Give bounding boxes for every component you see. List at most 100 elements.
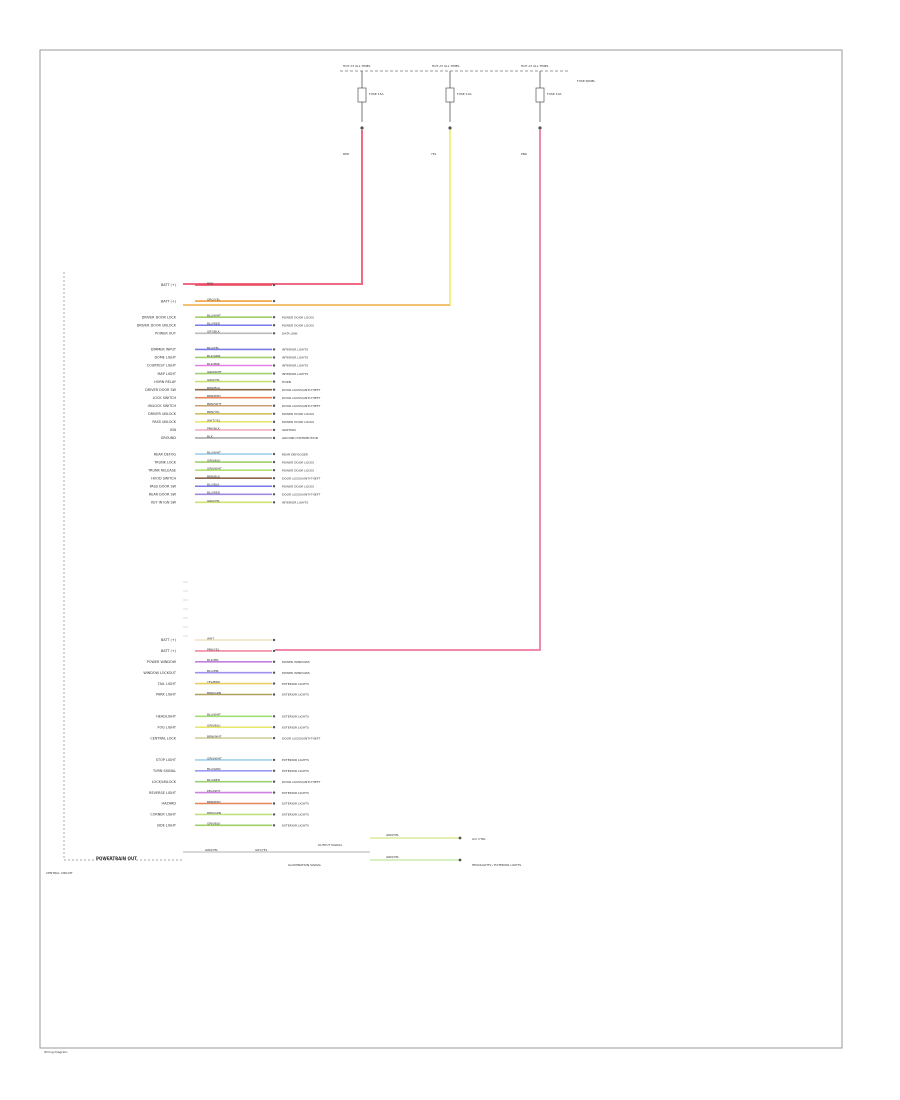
pin-destination: INTERIOR LIGHTS [282,372,308,376]
wire-color-label: BRN/WHT [207,402,222,406]
wire-3-color: PNK [521,152,528,156]
pin-label: MAP LIGHT [157,372,176,376]
wire-1-color: RED [343,152,350,156]
pin-label: COURTESY LIGHT [147,364,177,368]
wire-color-label: BLU/WHT [207,314,221,318]
wire-color-label: BRN/YEL [207,410,220,414]
terminal-dot [272,316,276,319]
pin-destination: GROUND DISTRIBUTION [282,436,318,440]
pin-label: HOOD SWITCH [151,476,176,480]
pin-label: FOG LIGHT [158,725,177,729]
pin-label: DRIVER UNLOCK [148,412,177,416]
pin-destination: EXTERIOR LIGHTS [282,725,309,729]
output-connections: OUTPUT SIGNAL GRN/YEL A/C CTRL ILLUMINAT… [288,833,521,867]
terminal-dot [272,824,276,827]
pin-destination: EXTERIOR LIGHTS [282,715,309,719]
wire-color-label: GRY/BLK [207,330,221,334]
fuse-panel: HOT AT ALL TIMES HOT AT ALL TIMES HOT AT… [340,64,595,156]
wire-color-label: BLU/RED [207,491,221,495]
pin-destination: EXTERIOR LIGHTS [282,769,309,773]
pin-destination: POWER DOOR LOCKS [282,484,314,488]
wire-color-label: BLK/PNK [207,362,221,366]
pin-row: BATT (+)WHT [161,636,276,642]
output-2-label: ILLUMINATION SIGNAL [288,863,321,867]
pin-label: PASS DOOR SW [150,484,177,488]
terminal-dot [272,460,276,464]
wire-color-label: BLU/WHT [207,713,221,717]
terminal-dot [272,452,276,456]
terminal-dot [272,332,276,335]
pin-row: HEADLIGHT BLU/WHT EXTERIOR LIGHTS [156,713,309,719]
terminal-dot [272,396,276,399]
output-1-label: OUTPUT SIGNAL [318,843,343,847]
terminal-dot [272,404,276,407]
pin-label: HEADLIGHT [156,715,177,719]
output-1-wire: GRN/YEL [386,833,399,837]
wire-color-label: RED [207,281,214,285]
terminal-dot [272,356,276,359]
pin-destination: POWER DOOR LOCKS [282,412,314,416]
pin-destination: EXTERIOR LIGHTS [282,682,309,686]
wire-color-label: BRN/RED [207,394,221,398]
terminal-dot [272,682,276,685]
wire-color-label: GRN/YEL [207,499,220,503]
pin-destination: HORN [282,380,291,384]
wire-color-label: ORG/YEL [207,298,221,302]
wire-color-label: BLU/GRN [207,767,220,771]
pin-label: WINDOW LOCKOUT [143,671,177,675]
terminal-dot [272,477,276,480]
pin-destination: DATA LINK [282,332,298,336]
pin-destination: DOOR LOCKS/ANTI-THEFT [282,476,320,480]
feed-wire-pink [275,130,541,651]
wire-color-label: BLK/GRN [207,354,220,358]
terminal-dot [272,388,276,391]
terminal-dot [272,649,276,653]
pin-destination: POWER WINDOWS [282,660,310,664]
pin-destination: INTERIOR LIGHTS [282,348,308,352]
pin-label: SIDE LIGHT [157,824,177,828]
terminal-dot [272,726,276,729]
fuse-2-label: FUSE 10A [457,92,472,96]
pin-label: GROUND [161,436,177,440]
pin-label: CORNER LIGHT [150,813,177,817]
footer-label: Wiring Diagram [44,1050,68,1054]
wire-color-label: GRN/YEL [207,378,220,382]
pin-row: BATT (+)PNK/YEL [161,647,276,653]
feed-wire-yellow [183,130,451,306]
fuse-1-label: FUSE 15A [369,92,384,96]
terminal-dot [272,468,276,472]
pin-destination: POWER DOOR LOCKS [282,420,314,424]
terminal-dot [272,380,276,383]
pin-label: REVERSE LIGHT [149,791,177,795]
pin-destination: DOOR LOCKS/ANTI-THEFT [282,736,320,740]
pin-row: BATT (+)RED [161,281,276,287]
terminal-dot [272,428,276,432]
pin-destination: REAR DEFOGGER [282,452,308,456]
terminal-dot [272,501,276,504]
pin-destination: DOOR LOCKS/ANTI-THEFT [282,388,320,392]
terminal-dot [272,493,276,496]
wire-2-color: YEL [431,152,437,156]
wire-color-label: WHT/YEL [207,418,221,422]
pin-destination: EXTERIOR LIGHTS [282,813,309,817]
pin-destination: EXTERIOR LIGHTS [282,693,309,697]
body-control-module: CENTRAL CIRCUIT [46,272,183,875]
pin-label: IGN [170,428,177,432]
terminal-dot [272,372,276,375]
